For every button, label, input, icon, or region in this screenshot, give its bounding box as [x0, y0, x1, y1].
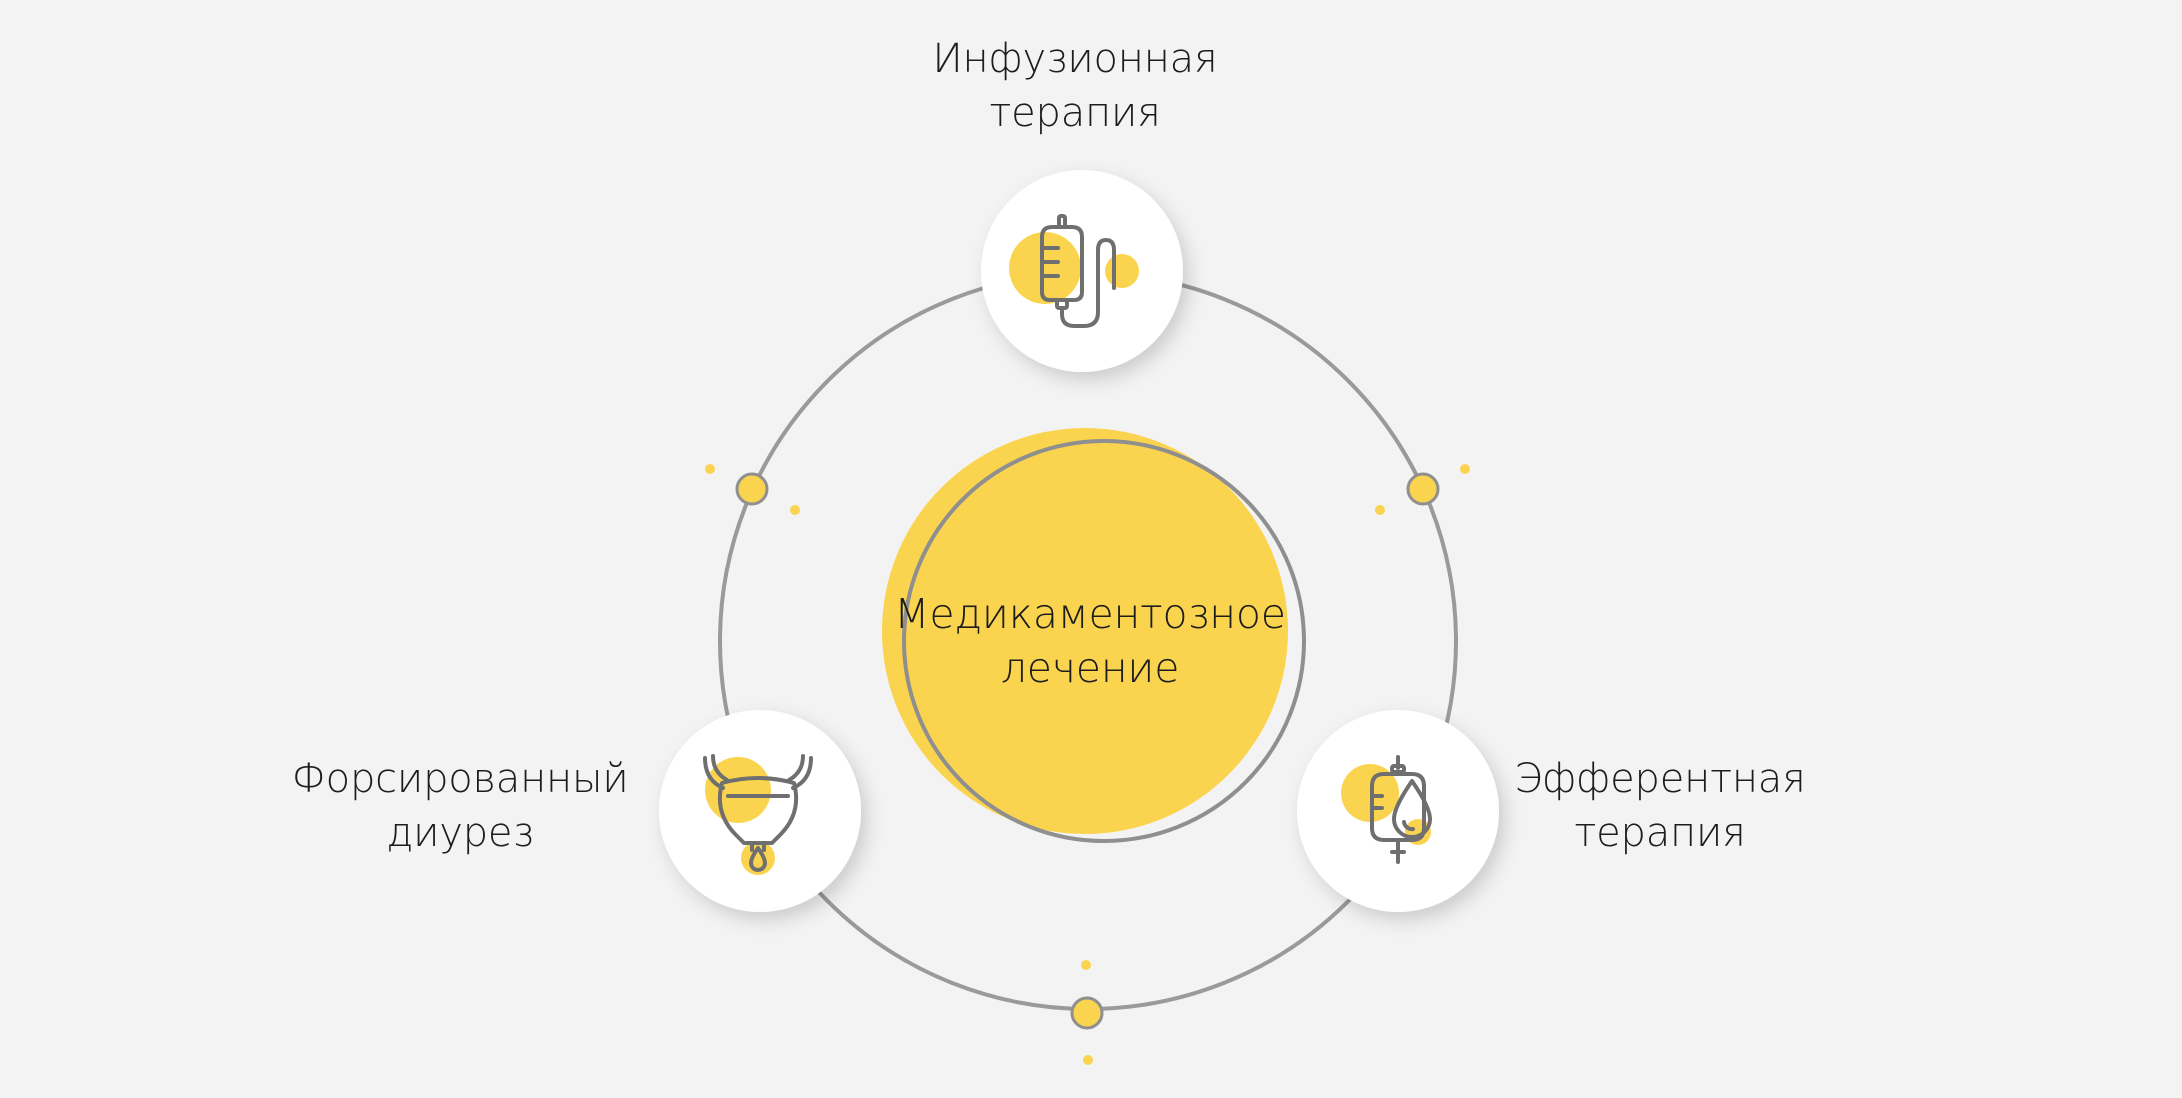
node-label-infusion: Инфузионная терапия — [925, 32, 1225, 140]
node-label-diuresis-line1: Форсированный — [291, 756, 629, 802]
node-label-diuresis-line2: диурез — [386, 810, 534, 856]
iv-drip-icon — [1009, 214, 1139, 328]
sparkle-dots — [705, 464, 1470, 1065]
bladder-drop-icon — [703, 754, 813, 875]
ring-dot-left — [735, 472, 769, 506]
node-label-efferent-line2: терапия — [1574, 810, 1746, 856]
blood-bag-drop-icon — [1341, 755, 1432, 864]
center-disc — [882, 428, 1306, 843]
node-label-infusion-line1: Инфузионная — [932, 36, 1218, 82]
ring-dot-right — [1406, 472, 1440, 506]
node-label-efferent-line1: Эфферентная — [1514, 756, 1806, 802]
node-infusion[interactable] — [981, 170, 1183, 372]
node-label-efferent: Эфферентная терапия — [1510, 752, 1810, 860]
node-diuresis[interactable] — [659, 710, 861, 912]
center-title-line1: Медикаментозное — [894, 590, 1286, 638]
node-efferent[interactable] — [1297, 710, 1499, 912]
center-title: Медикаментозное лечение — [890, 587, 1290, 695]
ring-dot-bottom — [1070, 996, 1104, 1030]
node-label-infusion-line2: терапия — [989, 90, 1161, 136]
node-label-diuresis: Форсированный диурез — [280, 752, 640, 860]
center-title-line2: лечение — [1000, 644, 1180, 692]
